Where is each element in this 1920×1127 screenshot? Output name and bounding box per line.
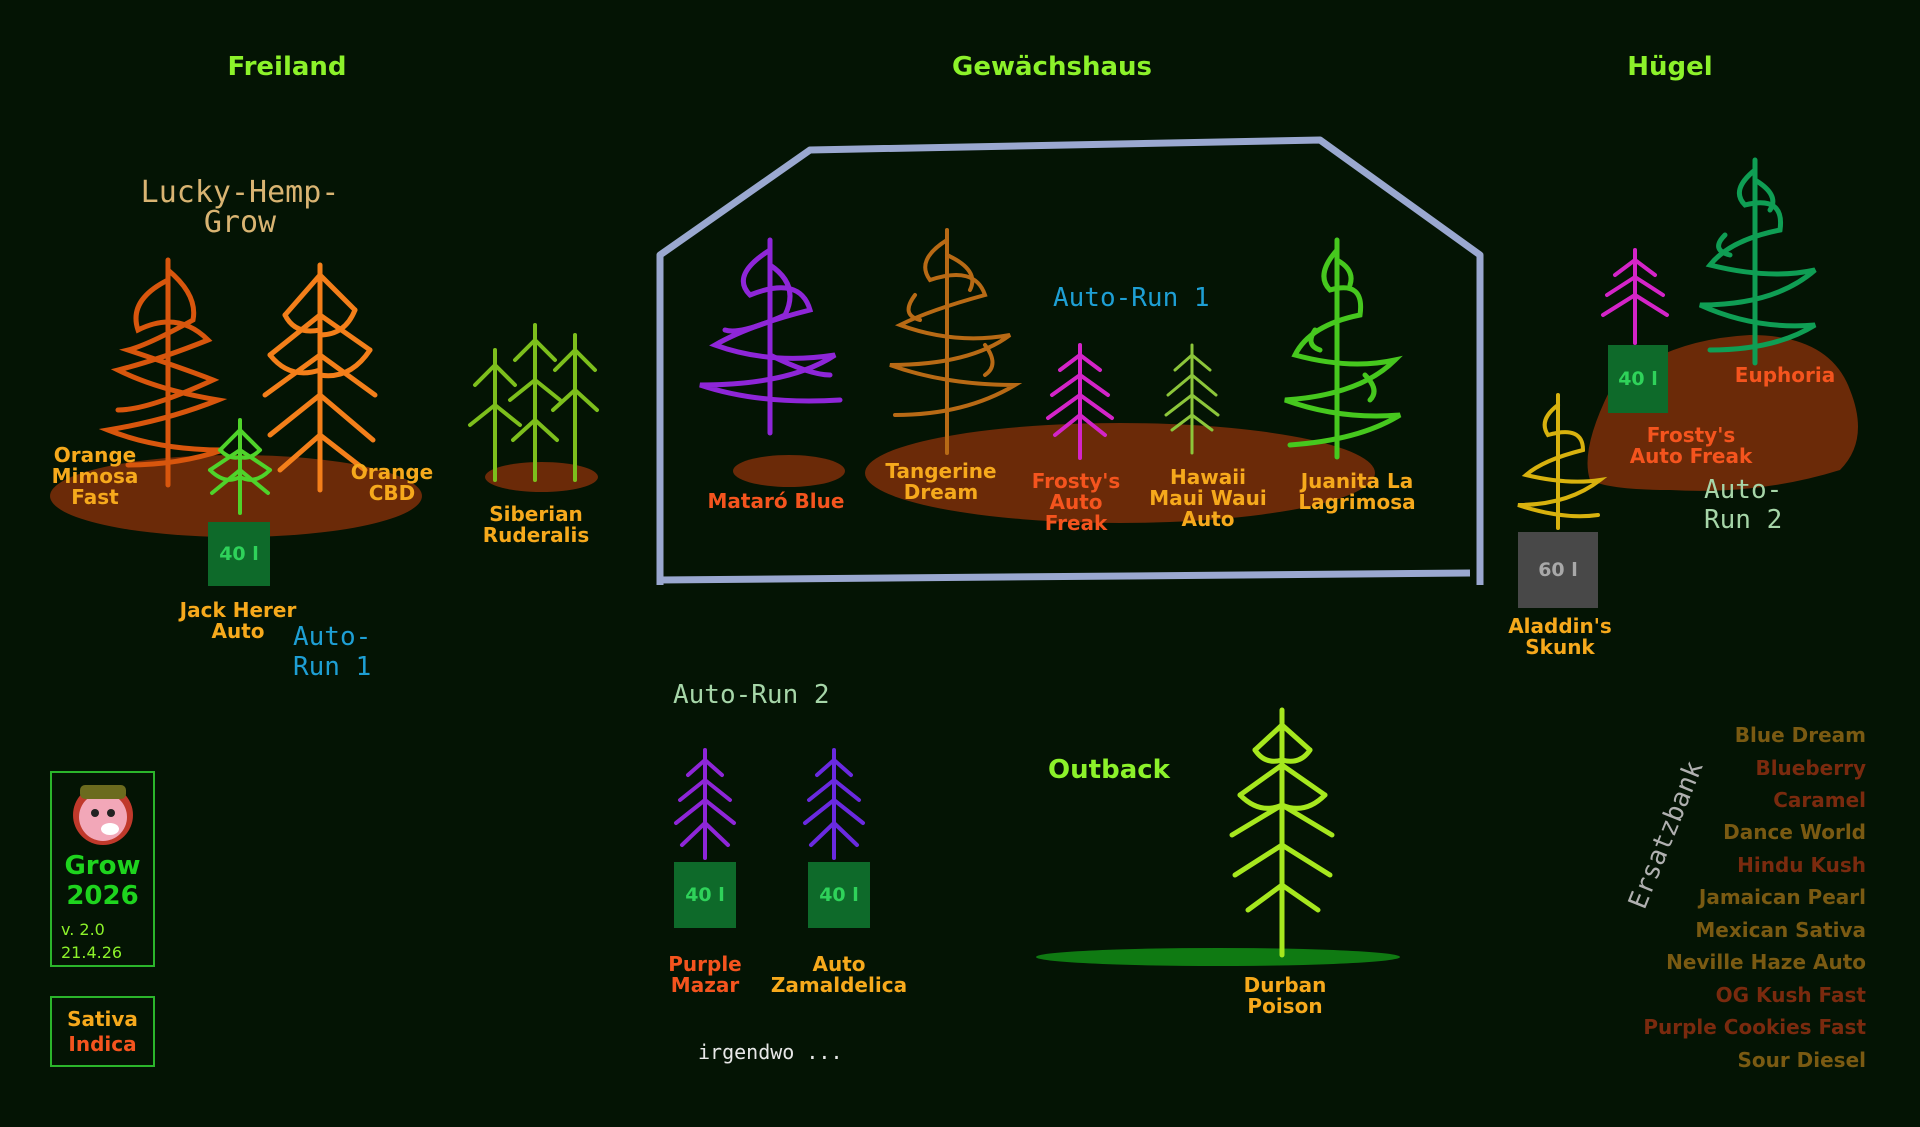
- label-frostys-auto-freak-greenhouse: Frosty's Auto Freak: [1031, 469, 1121, 535]
- label-juanita-la-lagrimosa: Juanita La Lagrimosa: [1298, 469, 1416, 514]
- area-heading-outback: Outback: [1048, 755, 1170, 785]
- plant-mataro-blue[interactable]: [690, 235, 850, 436]
- label-aladdins-skunk: Aladdin's Skunk: [1508, 614, 1612, 659]
- plant-orange-cbd[interactable]: [255, 255, 385, 495]
- outback-grass-bed: [1036, 948, 1400, 966]
- greenhouse-frame: [656, 136, 1484, 585]
- legend-indica: Indica: [68, 1032, 137, 1056]
- reserve-item[interactable]: Blueberry: [1755, 756, 1866, 780]
- legend-sativa: Sativa: [67, 1007, 138, 1031]
- pot-aladdins-skunk: 60 l: [1518, 532, 1598, 608]
- reserve-list: Blue Dream Blueberry Caramel Dance World…: [1560, 720, 1866, 1080]
- pot-auto-zamaldelica: 40 l: [808, 862, 870, 928]
- area-heading-freiland: Freiland: [227, 52, 347, 82]
- greenhouse-soil-bed: [865, 423, 1375, 523]
- label-durban-poison: Durban Poison: [1243, 973, 1327, 1018]
- label-euphoria: Euphoria: [1734, 363, 1836, 387]
- label-orange-mimosa-fast: Orange Mimosa Fast: [51, 443, 139, 509]
- pot-frostys-auto-freak-huegel: 40 l: [1608, 345, 1668, 413]
- plant-frostys-auto-freak-greenhouse[interactable]: [1040, 340, 1120, 460]
- autorun-huegel-note: Auto- Run 2: [1704, 475, 1783, 535]
- plant-auto-zamaldelica[interactable]: [797, 745, 872, 860]
- pot-jack-herer: 40 l: [208, 522, 270, 586]
- plant-orange-mimosa-fast[interactable]: [98, 250, 238, 490]
- plant-durban-poison[interactable]: [1220, 705, 1345, 958]
- app-version-info: v. 2.0 21.4.26: [61, 918, 122, 964]
- mataro-soil-bed: [733, 455, 845, 487]
- app-title-line2: 2026: [66, 881, 139, 911]
- plant-aladdins-skunk[interactable]: [1508, 390, 1608, 530]
- reserve-item[interactable]: Purple Cookies Fast: [1643, 1015, 1866, 1039]
- autorun-freiland-note: Auto- Run 1: [293, 622, 372, 682]
- area-heading-gewaechshaus: Gewächshaus: [952, 52, 1152, 82]
- reserve-item[interactable]: Jamaican Pearl: [1698, 885, 1866, 909]
- plant-purple-mazar[interactable]: [668, 745, 743, 860]
- app-version: v. 2.0: [61, 920, 105, 939]
- label-jack-herer-auto: Jack Herer Auto: [179, 598, 297, 643]
- plant-tangerine-dream[interactable]: [875, 225, 1023, 455]
- siberian-soil-bed: [485, 462, 598, 492]
- reserve-item[interactable]: Caramel: [1773, 788, 1866, 812]
- label-frostys-auto-freak-huegel: Frosty's Auto Freak: [1629, 423, 1753, 468]
- autorun-greenhouse-note: Auto-Run 1: [1053, 283, 1210, 313]
- plant-frostys-auto-freak-huegel[interactable]: [1595, 245, 1675, 345]
- irgendwo-note: irgendwo ...: [698, 1040, 843, 1064]
- plant-jack-herer-auto[interactable]: [200, 415, 280, 515]
- label-hawaii-maui-waui-auto: Hawaii Maui Waui Auto: [1149, 465, 1267, 531]
- reserve-item[interactable]: OG Kush Fast: [1715, 983, 1866, 1007]
- reserve-item[interactable]: Neville Haze Auto: [1666, 950, 1866, 974]
- reserve-item[interactable]: Blue Dream: [1734, 723, 1866, 747]
- label-orange-cbd: Orange CBD: [350, 460, 434, 505]
- label-mataro-blue: Mataró Blue: [707, 489, 845, 513]
- app-info-box: Grow 2026 v. 2.0 21.4.26: [50, 771, 155, 967]
- mascot-avatar-icon: [73, 785, 133, 845]
- label-siberian-ruderalis: Siberian Ruderalis: [482, 502, 590, 547]
- plant-siberian-ruderalis[interactable]: [465, 320, 605, 485]
- app-title-line1: Grow: [64, 851, 141, 881]
- app-date: 21.4.26: [61, 943, 123, 962]
- autorun-bottom-note: Auto-Run 2: [673, 680, 830, 710]
- area-heading-huegel: Hügel: [1627, 52, 1713, 82]
- legend-box: Sativa Indica: [50, 996, 155, 1067]
- plant-juanita-la-lagrimosa[interactable]: [1270, 235, 1405, 460]
- plant-hawaii-maui-waui-auto[interactable]: [1160, 340, 1225, 455]
- label-tangerine-dream: Tangerine Dream: [885, 459, 997, 504]
- pot-purple-mazar: 40 l: [674, 862, 736, 928]
- reserve-item[interactable]: Mexican Sativa: [1695, 918, 1866, 942]
- plant-euphoria[interactable]: [1685, 155, 1825, 366]
- reserve-item[interactable]: Sour Diesel: [1737, 1048, 1866, 1072]
- lucky-hemp-grow-note: Lucky-Hemp- Grow: [140, 175, 340, 240]
- label-auto-zamaldelica: Auto Zamaldelica: [770, 952, 908, 997]
- reserve-item[interactable]: Dance World: [1723, 820, 1866, 844]
- label-purple-mazar: Purple Mazar: [668, 952, 742, 997]
- reserve-item[interactable]: Hindu Kush: [1737, 853, 1866, 877]
- app-title: Grow 2026: [52, 851, 153, 911]
